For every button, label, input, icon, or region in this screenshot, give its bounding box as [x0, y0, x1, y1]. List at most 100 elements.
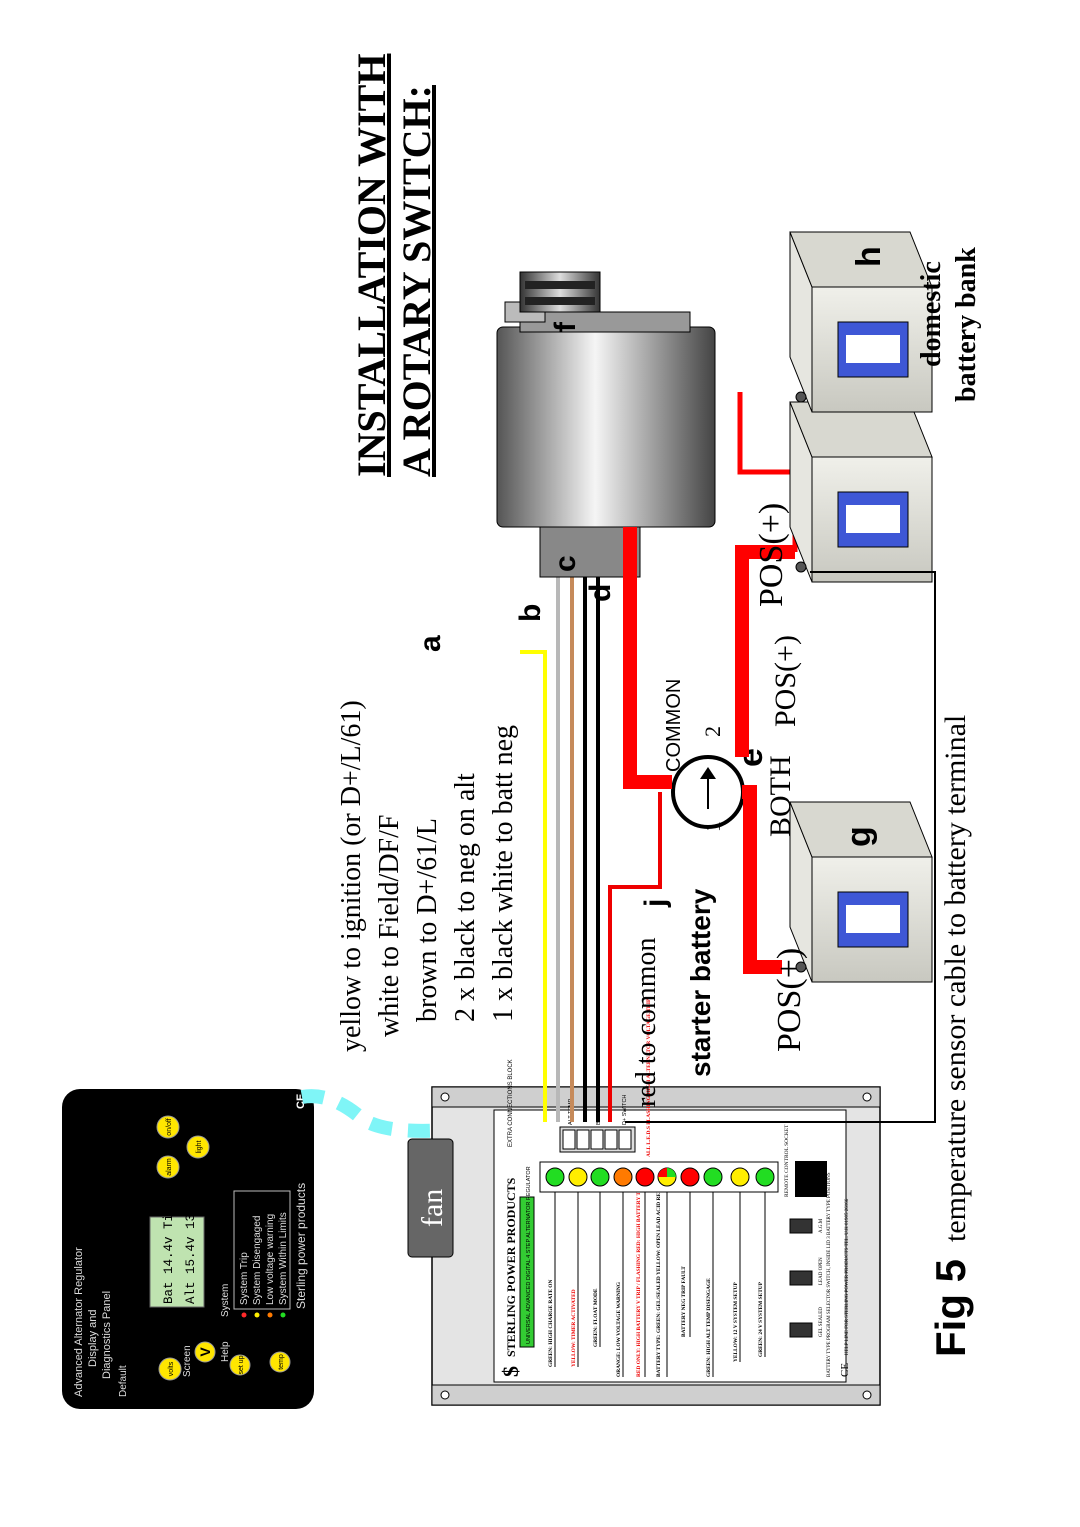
wire-harness	[520, 527, 662, 1122]
volts-button-label: volts	[168, 1361, 175, 1376]
setup-button[interactable]	[229, 1354, 251, 1376]
status-led-disengaged	[254, 1312, 260, 1318]
alternator	[496, 271, 716, 578]
onoff-button-label: on/off	[166, 1118, 173, 1135]
light-button-label: light	[196, 1141, 203, 1154]
extra-connections-label: EXTRA CONNECTIONS BLOCK	[508, 1059, 514, 1147]
status-item-3: Low voltage warning	[265, 1214, 276, 1305]
indicator-9: YELLOW: 12 V SYSTEM SETUP	[733, 1282, 739, 1362]
type-lead-label: LEAD OPEN	[819, 1257, 824, 1285]
led-alt-temp	[703, 1167, 723, 1187]
lcd-line1: Bat 14.4v Timer	[162, 1191, 176, 1304]
label-screen: Screen	[182, 1345, 193, 1377]
callout-j: j	[639, 899, 672, 908]
led-24v	[755, 1167, 775, 1187]
regulator-ce-mark: CE	[839, 1363, 851, 1377]
domestic-battery-1	[789, 401, 933, 583]
panel-title-2: Display and	[87, 1310, 99, 1367]
indicator-1: GREEN: HIGH CHARGE RATE ON	[548, 1280, 554, 1367]
setup-button-label: set up	[238, 1355, 245, 1374]
terminal-d-switch: D+ SWITCH	[622, 1095, 628, 1125]
alarm-button-label: alarm	[166, 1158, 173, 1176]
panel-title-3: Diagnostics Panel	[101, 1291, 113, 1379]
note-black-alt: 2 x black to neg on alt	[450, 773, 481, 1022]
indicator-5: RED ONLY: HIGH BATTERY V TRIP / FLASHING…	[636, 1179, 642, 1377]
volts-button[interactable]	[158, 1357, 182, 1381]
domestic-battery-2	[789, 231, 933, 413]
dip-switch-lead[interactable]	[789, 1270, 813, 1286]
callout-f: f	[549, 321, 582, 332]
type-agm-label: A.G.M	[819, 1218, 824, 1233]
temp-button[interactable]	[269, 1351, 291, 1373]
panel-title-1: Advanced Alternator Regulator	[73, 1247, 85, 1397]
helpline: HELP LINE FOR STERLING POWER PRODUCTS TE…	[845, 1198, 850, 1355]
status-item-2: System Disengaged	[252, 1216, 263, 1306]
label-pos-top: POS(+)	[769, 635, 802, 727]
all-leds-note: ALL L.E.D.S FLASHING HIGH ALTERNATOR VOL…	[646, 998, 652, 1157]
regulator-brand: STERLING POWER PRODUCTS	[504, 1177, 518, 1357]
temp-button-label: temp	[278, 1354, 285, 1370]
callout-c: c	[549, 555, 582, 572]
pulley	[519, 271, 601, 313]
help-button[interactable]	[194, 1341, 216, 1363]
indicator-4: ORANGE: LOW VOLTAGE WARNING	[616, 1281, 622, 1377]
callout-b: b	[514, 604, 547, 622]
label-pos-right: POS(+)	[753, 503, 790, 607]
figure-title-line1: INSTALLATION WITH	[349, 54, 394, 477]
remote-socket-label: REMOTE CONTROL SOCKET	[784, 1124, 790, 1197]
switch-common: COMMON	[663, 679, 685, 772]
led-battery-type-red	[658, 1168, 667, 1177]
lcd-line2: Alt 15.4v 134m	[184, 1199, 198, 1304]
dip-switch-gel[interactable]	[789, 1322, 813, 1338]
fan-housing	[407, 1138, 454, 1258]
note-black-batt: 1 x black white to batt neg	[488, 725, 519, 1022]
lcd-screen	[149, 1216, 205, 1308]
label-starter-battery: starter battery	[685, 888, 716, 1077]
remote-socket[interactable]	[795, 1161, 827, 1197]
callout-d: d	[584, 584, 617, 602]
red-cable-switch-to-starter	[742, 785, 782, 974]
callout-h: h	[850, 246, 888, 267]
regulator-badge-text: UNIVERSAL ADVANCED DIGITAL 4 STEP ALTERN…	[526, 1166, 532, 1344]
type-gel-label: GEL SEALED	[819, 1307, 824, 1337]
onoff-button[interactable]	[156, 1115, 180, 1139]
regulator-logo-icon: $	[498, 1366, 523, 1377]
switch-pos1: 1	[700, 821, 725, 832]
led-battery-type-green	[667, 1168, 676, 1177]
temperature-sensor-cable	[625, 571, 936, 1123]
note-brown: brown to D+/61/L	[412, 818, 443, 1022]
led-high-battery	[635, 1167, 655, 1187]
alarm-button[interactable]	[156, 1155, 180, 1179]
label-pos-left: POS(+)	[771, 948, 808, 1052]
display-panel: Advanced Alternator Regulator Display an…	[62, 1089, 314, 1409]
indicator-3: GREEN: FLOAT MODE	[593, 1288, 599, 1347]
label-default: Default	[118, 1365, 129, 1397]
callout-a: a	[414, 635, 447, 652]
switch-pos2: 2	[700, 726, 725, 737]
callout-g: g	[840, 826, 878, 847]
figure-title-line2: A ROTARY SWITCH:	[394, 85, 439, 477]
label-system: System	[220, 1284, 231, 1317]
red-wire-to-common	[608, 792, 662, 1122]
led-timer	[568, 1167, 588, 1187]
panel-brand: Sterling power products	[294, 1183, 308, 1309]
status-item-4: System Within Limits	[278, 1212, 289, 1305]
regulator-unit: fan STERLING POWER PRODUCTS $ UNIVERSAL …	[407, 998, 881, 1406]
figure-label: Fig 5	[927, 1259, 974, 1357]
note-white: white to Field/DF/F	[374, 815, 405, 1037]
indicator-7: BATTERY NEG TRIP FAULT	[681, 1266, 687, 1337]
light-button[interactable]	[186, 1135, 210, 1159]
status-item-1: System Trip	[239, 1252, 250, 1305]
figure-caption: temperature sensor cable to battery term…	[939, 715, 972, 1242]
dip-switch-agm[interactable]	[789, 1218, 813, 1234]
status-led-low	[267, 1312, 273, 1318]
battery-type-note: BATTERY TYPE PROGRAM SELECTOR SWITCH, IN…	[827, 1172, 832, 1377]
status-led-trip	[241, 1312, 247, 1318]
status-led-ok	[280, 1312, 286, 1318]
label-help: Help	[220, 1341, 231, 1362]
help-chevron-icon: V	[197, 1347, 213, 1357]
indicator-6: BATTERY TYPE: GREEN: GEL/SEALED YELLOW: …	[656, 1170, 662, 1377]
